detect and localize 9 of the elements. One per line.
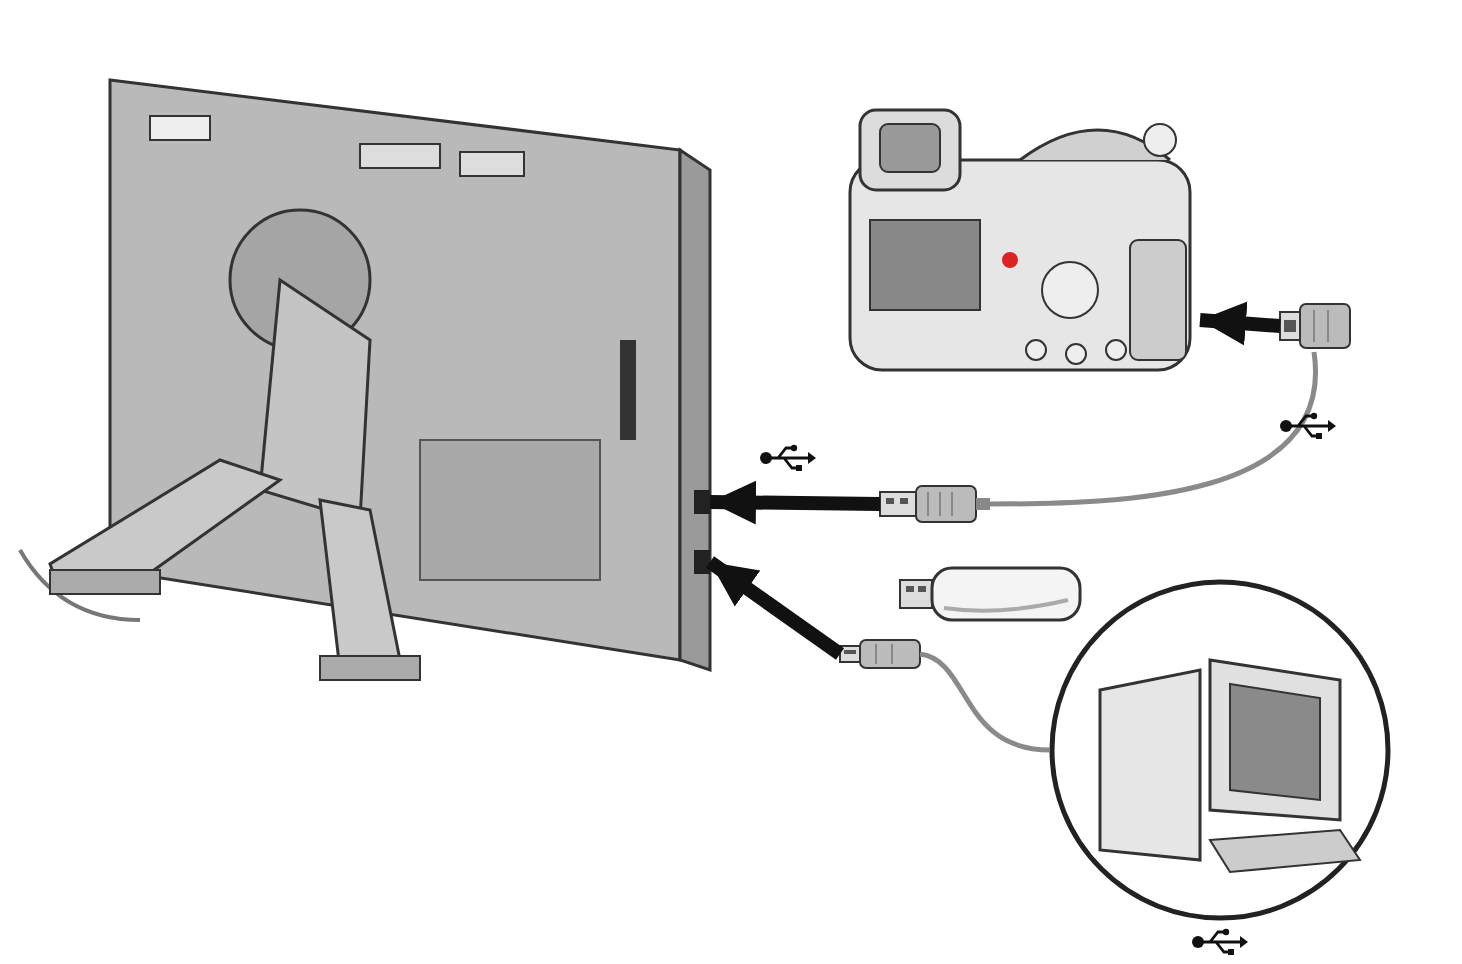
flash-drive-drawing (900, 564, 1080, 624)
cable (990, 351, 1318, 507)
computer-drawing (1050, 580, 1390, 920)
cable (919, 651, 1051, 753)
mini-usb-plug-drawing (840, 636, 920, 672)
arrow (1199, 301, 1281, 346)
camera-plug-drawing (1280, 300, 1350, 352)
usb-plug-drawing (880, 480, 990, 528)
arrow (705, 556, 845, 660)
